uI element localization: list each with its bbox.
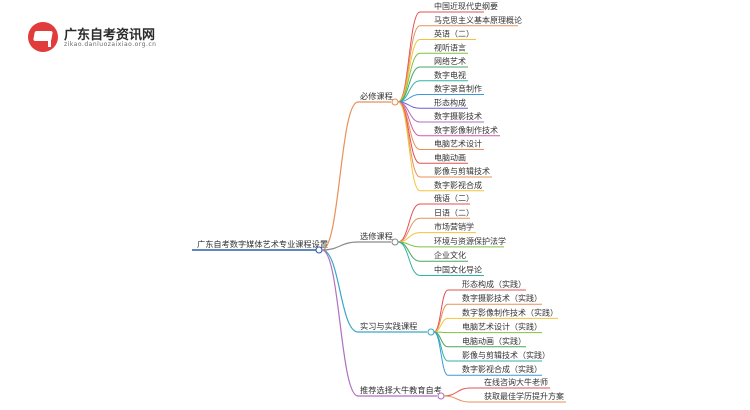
leaf-connector [433, 331, 449, 376]
leaf-label: 数字电视 [434, 70, 466, 80]
branch-connector-4 [321, 249, 359, 397]
leaf-connector [397, 203, 421, 243]
leaf-connector [443, 387, 471, 397]
root-node [315, 246, 323, 254]
leaf-label: 英语（二） [434, 29, 474, 39]
leaf-label: 电脑艺术设计（实践） [462, 322, 542, 332]
leaf-label: 日语（二） [434, 207, 474, 217]
leaf-label: 影像与剪辑技术（实践） [462, 350, 550, 360]
leaf-label: 数字影视合成 [434, 180, 482, 190]
leaf-connector [397, 11, 421, 103]
leaf-label: 数字影视合成（实践） [462, 364, 542, 374]
branch-node-4 [437, 392, 445, 400]
leaf-connector [397, 101, 421, 178]
branch-node-1 [391, 98, 399, 106]
leaf-label: 市场营销学 [434, 222, 474, 232]
leaf-label: 中国近现代史纲要 [434, 1, 498, 11]
branch-label-4: 推荐选择大牛教育自考 [360, 385, 442, 395]
branch-label-1: 必修课程 [360, 91, 393, 101]
leaf-label: 环境与资源保护法学 [434, 236, 506, 246]
branch-connector-3 [321, 249, 359, 333]
leaf-label: 形态构成 [434, 97, 466, 107]
branch-connector-2 [321, 241, 359, 251]
leaf-label: 电脑动画（实践） [462, 336, 526, 346]
branch-label-2: 选修课程 [360, 231, 393, 241]
leaf-connector [397, 241, 421, 276]
branch-label-3: 实习与实践课程 [360, 321, 417, 331]
root-label: 广东自考数字媒体艺术专业课程设置 [197, 239, 328, 249]
leaf-label: 视听语言 [434, 42, 466, 52]
leaf-label: 数字摄影技术 [434, 111, 482, 121]
leaf-label: 企业文化 [434, 250, 466, 260]
leaf-connector [397, 66, 421, 103]
leaf-label: 马克思主义基本原理概论 [434, 15, 522, 25]
leaf-connector [397, 101, 421, 192]
leaf-label: 数字摄影技术（实践） [462, 293, 542, 303]
leaf-label: 电脑动画 [434, 152, 466, 162]
leaf-label: 数字影像制作技术（实践） [462, 307, 558, 317]
leaf-label: 中国文化导论 [434, 265, 482, 275]
leaf-label: 网络艺术 [434, 56, 466, 66]
branch-node-2 [391, 238, 399, 246]
leaf-label: 形态构成（实践） [462, 279, 526, 289]
site-logo[interactable]: 广东自考资讯网 zikao.danluozaixiao.org.cn [22, 22, 212, 52]
site-url: zikao.danluozaixiao.org.cn [64, 41, 157, 48]
leaf-label: 电脑艺术设计 [434, 139, 482, 149]
leaf-label: 获取最佳学历提升方案 [484, 391, 564, 401]
branch-connector-1 [321, 101, 359, 251]
graduation-cap-icon [28, 22, 58, 52]
branch-node-3 [427, 328, 435, 336]
site-name: 广东自考资讯网 [64, 28, 156, 43]
leaf-label: 数字影像制作技术 [434, 125, 498, 135]
leaf-label: 影像与剪辑技术 [434, 166, 490, 176]
leaf-connector [397, 39, 421, 103]
leaf-label: 在线咨询大牛老师 [484, 377, 548, 387]
leaf-label: 数字录音制作 [434, 84, 482, 94]
leaf-connector [443, 395, 471, 403]
leaf-label: 俄语（二） [434, 193, 474, 203]
